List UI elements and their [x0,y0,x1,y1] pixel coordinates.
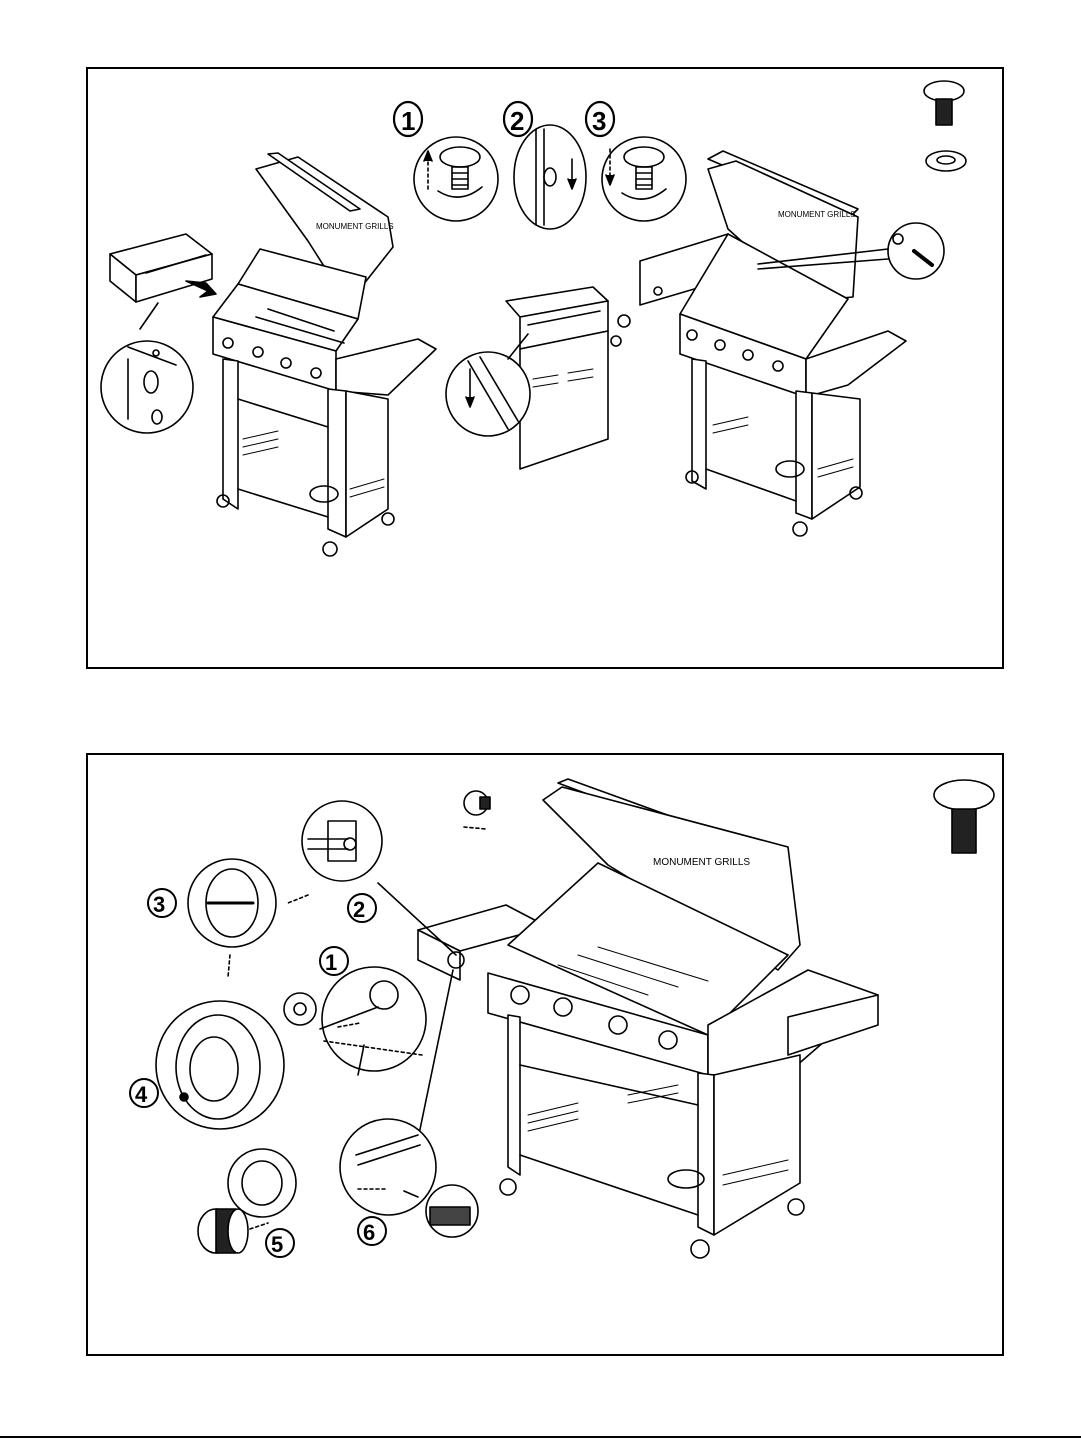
assembly-panel-top: MONUMENT GRILLS 1 [86,67,1004,669]
screw-icon [934,780,994,853]
grill-left: MONUMENT GRILLS [213,153,436,556]
lid-brand-text: MONUMENT GRILLS [653,857,750,868]
washer-icon [926,151,966,171]
arrow-icon [186,281,216,297]
step-number-2: 2 [353,897,365,922]
step-number-2: 2 [510,106,524,136]
knob-icon [198,1209,248,1253]
assembly-panel-bottom: MONUMENT GRILLS [86,753,1004,1356]
footer-rule [0,1436,1081,1438]
step-number-1: 1 [401,106,415,136]
step-2-detail: 2 [288,801,382,922]
small-screw-icon [464,791,490,829]
detail-circle-keyhole [101,303,193,433]
step-6-detail: 6 [340,1119,478,1245]
step-3-detail: 3 [586,102,686,221]
step-1-detail: 1 [284,947,426,1075]
step-number-4: 4 [135,1082,148,1107]
step-number-3: 3 [592,106,606,136]
grill-rear-view [446,287,630,469]
grill-main: MONUMENT GRILLS [418,779,878,1258]
step-4-detail: 4 [130,1001,284,1129]
assembly-illustration-top: MONUMENT GRILLS 1 [88,69,1002,667]
side-shelf-box [110,234,212,302]
assembly-illustration-bottom: MONUMENT GRILLS [88,755,1002,1354]
step-number-6: 6 [363,1220,375,1245]
lid-brand-text: MONUMENT GRILLS [778,210,856,219]
screw-icon [924,81,964,125]
step-1-detail: 1 [394,102,498,221]
grill-right: MONUMENT GRILLS [640,151,944,536]
step-2-detail: 2 [504,102,586,229]
step-number-5: 5 [271,1232,283,1257]
step-number-3: 3 [153,892,165,917]
step-5-detail: 5 [198,1149,296,1257]
step-number-1: 1 [325,950,337,975]
step-3-detail: 3 [148,859,276,977]
lid-brand-text: MONUMENT GRILLS [316,222,394,231]
